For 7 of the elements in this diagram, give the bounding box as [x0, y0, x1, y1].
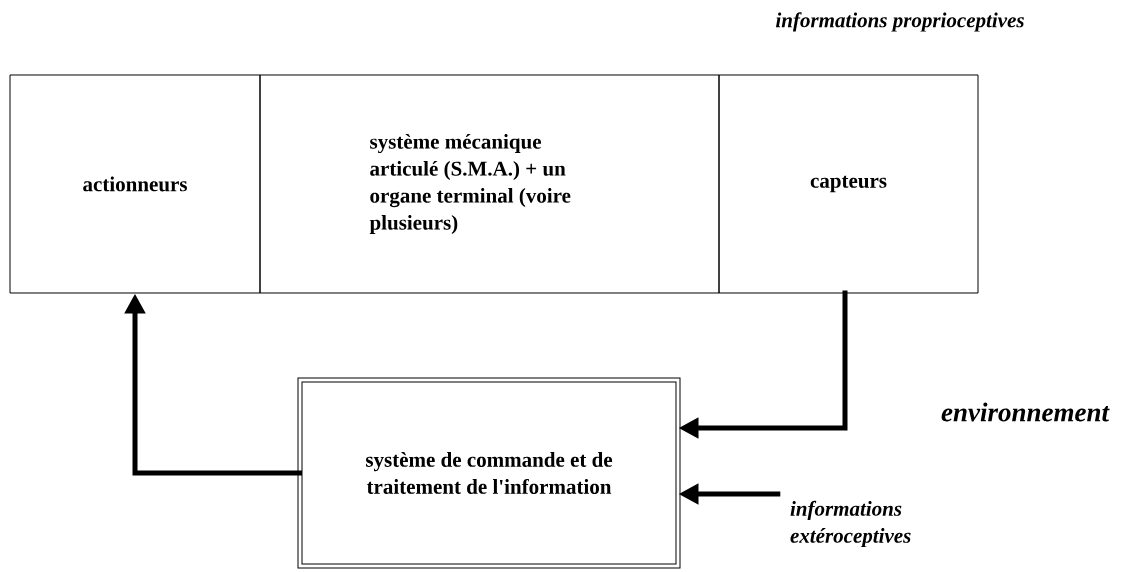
process-box: capteurs	[718, 74, 979, 294]
input-label: informations extéroceptives	[790, 500, 911, 548]
process-box: actionneurs	[9, 74, 261, 294]
process-box: système mécanique articulé (S.M.A.) + un organe terminal (voire plusieurs)	[259, 74, 720, 294]
control-box: système de commande et de traitement de l'information	[297, 377, 681, 569]
annotation-label: environnement	[941, 402, 1110, 422]
annotation-label: informations proprioceptives	[776, 12, 1024, 32]
